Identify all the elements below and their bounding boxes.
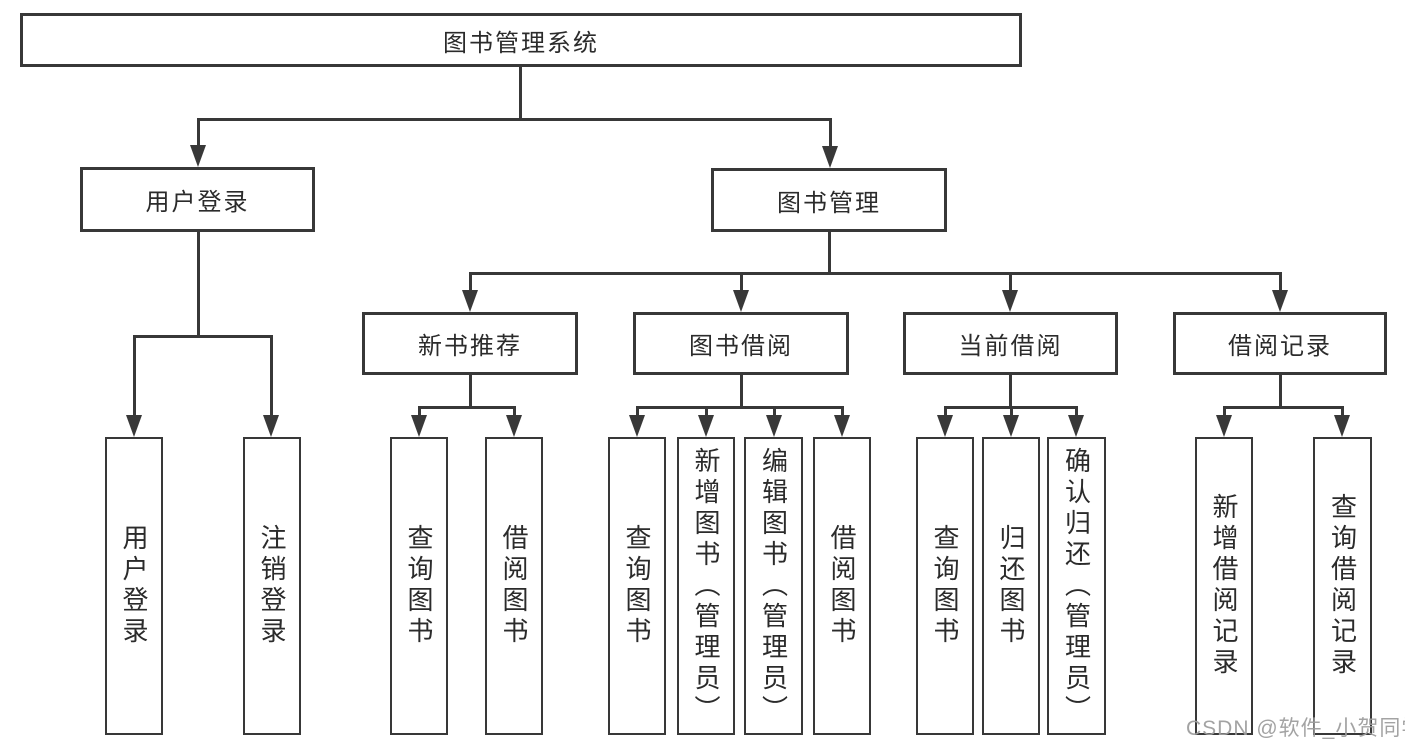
connector-shaft bbox=[740, 272, 743, 294]
leaf-borrowing-edit-books-admin: 编辑图书（管理员） bbox=[744, 437, 803, 735]
arrow-down-icon bbox=[462, 290, 478, 312]
connector-shaft bbox=[469, 272, 472, 294]
connector-shaft bbox=[197, 118, 200, 148]
connector-shaft bbox=[1223, 406, 1226, 418]
connector-bar-borrowing-records bbox=[1224, 406, 1343, 409]
arrow-down-icon bbox=[698, 415, 714, 437]
leaf-borrowing-add-books-admin: 新增图书（管理员） bbox=[677, 437, 735, 735]
connector-stub-book-borrowing bbox=[740, 375, 743, 408]
connector-shaft bbox=[133, 335, 136, 419]
node-user-login: 用户登录 bbox=[80, 167, 315, 232]
connector-shaft bbox=[418, 406, 421, 418]
arrow-down-icon bbox=[1272, 290, 1288, 312]
arrow-down-icon bbox=[126, 415, 142, 437]
node-label: 新增借阅记录 bbox=[1209, 493, 1239, 679]
node-label: 图书管理 bbox=[777, 189, 881, 217]
arrow-down-icon bbox=[822, 146, 838, 168]
arrow-down-icon bbox=[1003, 415, 1019, 437]
node-book-system-root: 图书管理系统 bbox=[20, 13, 1022, 67]
node-label: 用户登录 bbox=[119, 524, 149, 648]
leaf-newbook-query-books: 查询图书 bbox=[390, 437, 448, 735]
connector-bar-level2 bbox=[197, 118, 831, 121]
connector-stub-user-login bbox=[197, 232, 200, 337]
connector-trunk-root bbox=[519, 66, 522, 120]
node-label: 图书管理系统 bbox=[443, 29, 599, 57]
leaf-borrowing-query-books: 查询图书 bbox=[608, 437, 666, 735]
node-label: 查询图书 bbox=[930, 524, 960, 648]
connector-stub-current-borrowing bbox=[1009, 375, 1012, 408]
arrow-down-icon bbox=[1068, 415, 1084, 437]
node-label: 图书借阅 bbox=[689, 333, 793, 360]
arrow-down-icon bbox=[937, 415, 953, 437]
node-label: 注销登录 bbox=[257, 524, 287, 648]
leaf-user-login: 用户登录 bbox=[105, 437, 163, 735]
leaf-borrowing-borrow-books: 借阅图书 bbox=[813, 437, 871, 735]
connector-shaft bbox=[944, 406, 947, 418]
connector-bar-book-borrowing bbox=[637, 406, 843, 409]
connector-bar-user-login bbox=[133, 335, 273, 338]
node-label: 借阅记录 bbox=[1228, 333, 1332, 360]
connector-shaft bbox=[773, 406, 776, 418]
arrow-down-icon bbox=[834, 415, 850, 437]
node-new-book-recommendation: 新书推荐 bbox=[362, 312, 578, 375]
connector-shaft bbox=[636, 406, 639, 418]
connector-shaft bbox=[1279, 272, 1282, 294]
connector-bar-level3 bbox=[470, 272, 1281, 275]
connector-shaft bbox=[513, 406, 516, 418]
connector-stub-book-management bbox=[828, 232, 831, 275]
node-label: 查询图书 bbox=[622, 524, 652, 648]
connector-shaft bbox=[841, 406, 844, 418]
leaf-records-add-record: 新增借阅记录 bbox=[1195, 437, 1253, 735]
node-book-borrowing: 图书借阅 bbox=[633, 312, 849, 375]
arrow-down-icon bbox=[1002, 290, 1018, 312]
node-label: 查询借阅记录 bbox=[1327, 493, 1358, 679]
connector-shaft bbox=[705, 406, 708, 418]
connector-stub-borrowing-records bbox=[1279, 375, 1282, 408]
arrow-down-icon bbox=[733, 290, 749, 312]
leaf-current-return-books: 归还图书 bbox=[982, 437, 1040, 735]
arrow-down-icon bbox=[190, 145, 206, 167]
connector-bar-new-book bbox=[418, 406, 515, 409]
node-label: 归还图书 bbox=[996, 524, 1026, 648]
node-label: 当前借阅 bbox=[958, 333, 1063, 360]
leaf-current-query-books: 查询图书 bbox=[916, 437, 974, 735]
node-label: 查询图书 bbox=[404, 524, 434, 648]
arrow-down-icon bbox=[1216, 415, 1232, 437]
node-label: 新增图书（管理员） bbox=[691, 446, 721, 726]
node-label: 确认归还（管理员） bbox=[1061, 446, 1092, 726]
connector-shaft bbox=[1341, 406, 1344, 418]
arrow-down-icon bbox=[506, 415, 522, 437]
node-book-management: 图书管理 bbox=[711, 168, 947, 232]
node-label: 借阅图书 bbox=[499, 524, 529, 648]
connector-shaft bbox=[1010, 406, 1013, 418]
watermark-text: CSDN @软件_小贺同学 bbox=[1186, 717, 1405, 740]
connector-shaft bbox=[1009, 272, 1012, 294]
leaf-current-confirm-return-admin: 确认归还（管理员） bbox=[1047, 437, 1106, 735]
connector-shaft bbox=[270, 335, 273, 419]
leaf-newbook-borrow-books: 借阅图书 bbox=[485, 437, 543, 735]
leaf-logout: 注销登录 bbox=[243, 437, 301, 735]
leaf-records-query-record: 查询借阅记录 bbox=[1313, 437, 1372, 735]
node-label: 借阅图书 bbox=[827, 524, 857, 648]
arrow-down-icon bbox=[629, 415, 645, 437]
connector-stub-new-book bbox=[469, 375, 472, 408]
node-borrowing-records: 借阅记录 bbox=[1173, 312, 1387, 375]
connector-shaft bbox=[1075, 406, 1078, 418]
arrow-down-icon bbox=[766, 415, 782, 437]
arrow-down-icon bbox=[263, 415, 279, 437]
connector-shaft bbox=[829, 118, 832, 149]
arrow-down-icon bbox=[1334, 415, 1350, 437]
node-label: 编辑图书（管理员） bbox=[758, 446, 789, 726]
arrow-down-icon bbox=[411, 415, 427, 437]
node-label: 用户登录 bbox=[145, 189, 250, 216]
node-current-borrowing: 当前借阅 bbox=[903, 312, 1118, 375]
node-label: 新书推荐 bbox=[418, 333, 522, 360]
